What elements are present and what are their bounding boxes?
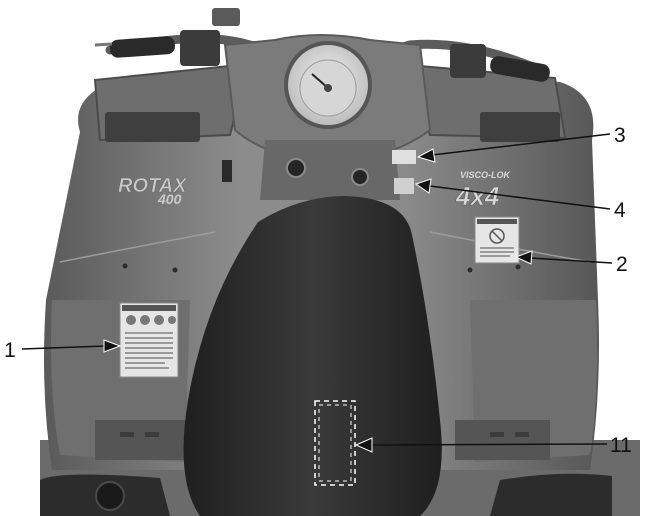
brake-lever: [94, 42, 113, 47]
label-4-decal: [394, 178, 414, 194]
fender-bolts: [122, 263, 521, 273]
right-footrest: [455, 420, 550, 460]
label-11-location: [314, 400, 356, 486]
left-footrest: [95, 420, 190, 460]
callout-2-arrowhead: [514, 250, 533, 265]
model-badge-bottom: 400: [157, 191, 182, 207]
left-rack-recess: [105, 112, 200, 142]
drive-badge-sub: VISCO-LOK: [460, 170, 512, 180]
callout-4-number: 4: [614, 199, 626, 222]
callout-3-arrowhead: [416, 148, 436, 163]
left-wheel-hub: [95, 481, 125, 511]
left-throttle-housing: [180, 30, 220, 66]
callout-11-arrowhead: [354, 437, 373, 453]
drive-badge: 4x4: [455, 181, 500, 211]
right-rack-recess: [480, 112, 560, 142]
brake-reservoir: [212, 8, 240, 26]
model-badge-top: ROTAX: [118, 175, 188, 197]
left-side-switch: [222, 160, 232, 182]
speedometer-hub: [324, 84, 332, 92]
ignition-switch: [286, 158, 306, 178]
right-brake-housing: [450, 44, 486, 78]
callout-4-arrowhead: [414, 178, 432, 194]
label-11-location-inner: [318, 404, 352, 482]
footrest-treads: [120, 432, 529, 437]
center-panel: [260, 140, 400, 200]
light-switch: [351, 168, 369, 186]
callout-11-number: 11: [610, 434, 632, 457]
callout-3-number: 3: [614, 124, 626, 147]
warning-label-1: [119, 302, 179, 378]
right-tire: [490, 473, 612, 516]
body-crease-left: [59, 231, 216, 263]
callout-leaders: [21, 133, 613, 453]
warning-label-2: [474, 216, 520, 264]
callout-1-number: 1: [4, 339, 16, 362]
right-grip: [490, 56, 550, 82]
label-3-decal: [392, 150, 416, 164]
seat: [183, 196, 442, 516]
callout-1-arrowhead: [103, 339, 122, 353]
left-grip: [109, 36, 176, 58]
callout-2-number: 2: [616, 253, 628, 276]
